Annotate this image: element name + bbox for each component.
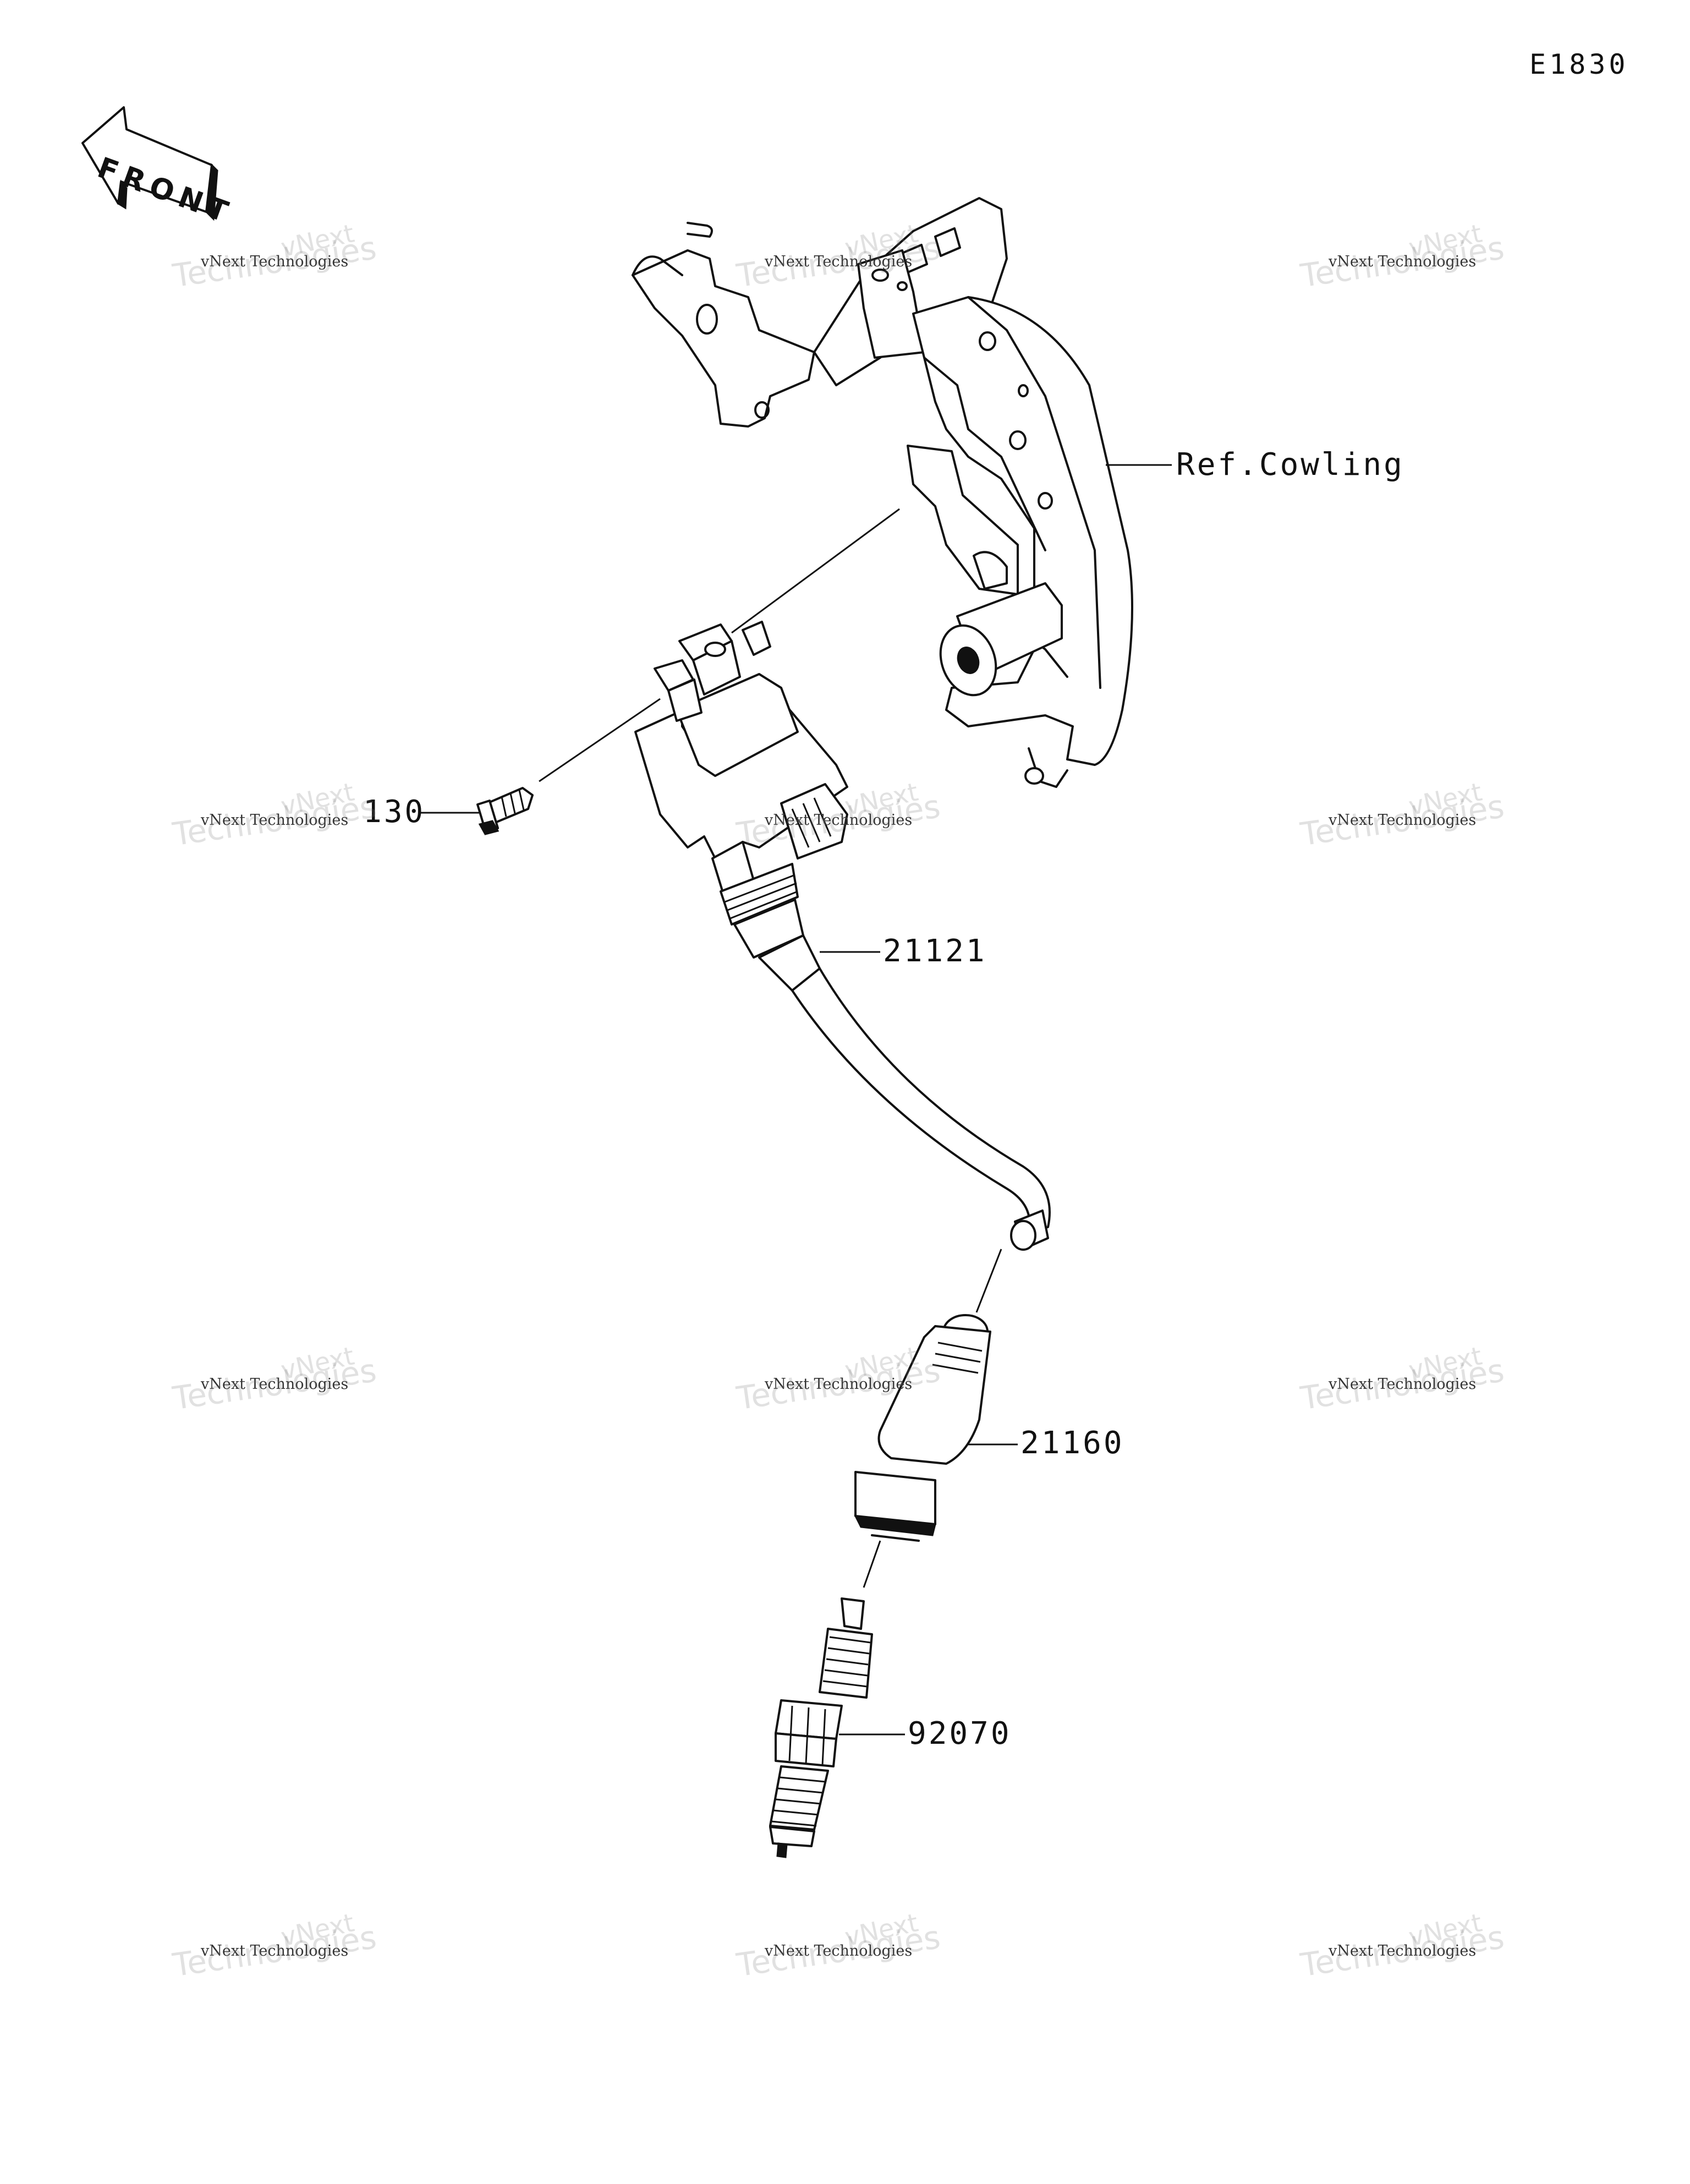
callout-21160: 21160	[1020, 1425, 1124, 1461]
callout-ref-cowling: Ref.Cowling	[1176, 447, 1404, 483]
spark-plug-92070	[769, 1597, 873, 1858]
callout-92070: 92070	[908, 1716, 1012, 1751]
plug-cap-21160	[854, 1314, 991, 1542]
bolt-130	[476, 787, 534, 835]
ignition-coil-21121	[634, 621, 1051, 1251]
front-arrow-icon	[81, 106, 218, 221]
diagram-code: E1830	[1529, 48, 1629, 80]
callout-130: 130	[363, 794, 426, 830]
cowling-bracket	[632, 197, 1133, 788]
callout-21121: 21121	[883, 933, 987, 969]
